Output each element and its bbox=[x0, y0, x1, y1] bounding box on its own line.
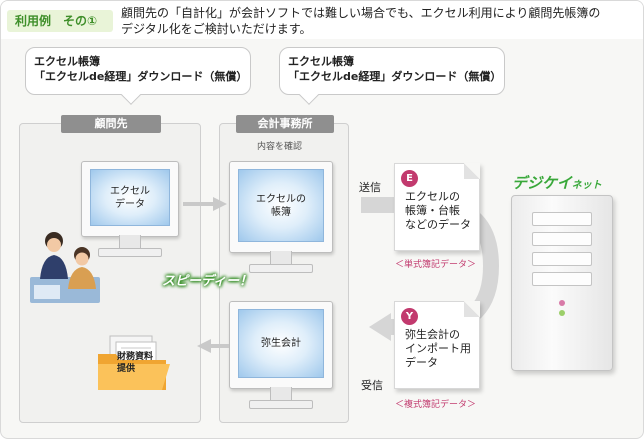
digikei-net-logo: デジケイネット bbox=[512, 172, 602, 193]
office-excel-screen: エクセルの帳簿 bbox=[238, 169, 324, 242]
server-tower-icon bbox=[511, 195, 613, 371]
bubble-text: 「エクセルde経理」ダウンロード（無償） bbox=[34, 70, 248, 83]
headline: 顧問先の「自計化」が会計ソフトでは難しい場合でも、エクセル利用により顧問先帳簿の… bbox=[121, 5, 636, 37]
yayoi-import-document: Y 弥生会計の インポート用 データ bbox=[394, 301, 480, 389]
client-panel-label: 顧問先 bbox=[61, 115, 161, 133]
financial-folder-icon bbox=[98, 335, 170, 390]
download-bubble-client: エクセル帳簿 「エクセルde経理」ダウンロード（無償） bbox=[25, 47, 251, 105]
download-bubble-office: エクセル帳簿 「エクセルde経理」ダウンロード（無償） bbox=[279, 47, 505, 105]
single-entry-caption: ＜単式簿記データ＞ bbox=[395, 260, 477, 270]
bubble-text: 「エクセルde経理」ダウンロード（無償） bbox=[288, 70, 502, 83]
folder-label-line-1: 財務資料 bbox=[117, 352, 154, 362]
excel-badge-icon: E bbox=[401, 170, 418, 187]
screen-text-line-1: エクセルの bbox=[256, 193, 306, 205]
brand-suffix: ネット bbox=[571, 180, 602, 191]
doc-line-2: 帳簿・台帳 bbox=[405, 204, 460, 217]
arrow-right-icon bbox=[183, 197, 227, 211]
usage-tag: 利用例その① bbox=[7, 10, 113, 32]
screen-text: 弥生会計 bbox=[261, 338, 301, 349]
screen-text-line-2: データ bbox=[115, 198, 145, 210]
bubble-title: エクセル帳簿 bbox=[288, 55, 354, 68]
office-monitor-yayoi: 弥生会計 bbox=[229, 301, 333, 409]
screen-text-line-1: エクセル bbox=[110, 185, 150, 197]
folder-label: 財務資料 提供 bbox=[117, 351, 153, 375]
usage-tag-label: 利用例 bbox=[15, 14, 52, 28]
header-band: 利用例その① 顧問先の「自計化」が会計ソフトでは難しい場合でも、エクセル利用によ… bbox=[1, 1, 643, 39]
doc-line-3: データ bbox=[405, 356, 438, 369]
doc-line-2: インポート用 bbox=[405, 342, 471, 355]
speedy-label: スピーディー！ bbox=[162, 274, 253, 289]
doc-line-1: 弥生会計の bbox=[405, 328, 460, 341]
folder-label-line-2: 提供 bbox=[117, 364, 136, 374]
client-monitor: エクセルデータ bbox=[81, 161, 179, 257]
office-panel-label: 会計事務所 bbox=[236, 115, 334, 133]
headline-line-2: デジタル化をご検討いただけます。 bbox=[121, 22, 312, 36]
bubble-title: エクセル帳簿 bbox=[34, 55, 100, 68]
brand-main: デジケイ bbox=[512, 174, 572, 192]
doc-line-1: エクセルの bbox=[405, 190, 460, 203]
send-label: 送信 bbox=[359, 181, 381, 194]
headline-line-1: 顧問先の「自計化」が会計ソフトでは難しい場合でも、エクセル利用により顧問先帳簿の bbox=[121, 6, 601, 20]
excel-data-document: E エクセルの 帳簿・台帳 などのデータ bbox=[394, 163, 480, 251]
usage-tag-number: その① bbox=[63, 14, 98, 28]
receive-label: 受信 bbox=[361, 379, 383, 392]
double-entry-caption: ＜複式簿記データ＞ bbox=[395, 400, 477, 410]
client-monitor-screen: エクセルデータ bbox=[90, 169, 170, 226]
office-monitor-excel: エクセルの帳簿 bbox=[229, 161, 333, 273]
arrow-left-icon bbox=[197, 339, 229, 353]
office-sublabel: 内容を確認 bbox=[257, 142, 303, 152]
screen-text-line-2: 帳簿 bbox=[271, 206, 291, 218]
doc-line-3: などのデータ bbox=[405, 218, 471, 231]
yayoi-badge-icon: Y bbox=[401, 308, 418, 325]
office-yayoi-screen: 弥生会計 bbox=[238, 309, 324, 378]
clients-people-icon bbox=[30, 232, 100, 303]
